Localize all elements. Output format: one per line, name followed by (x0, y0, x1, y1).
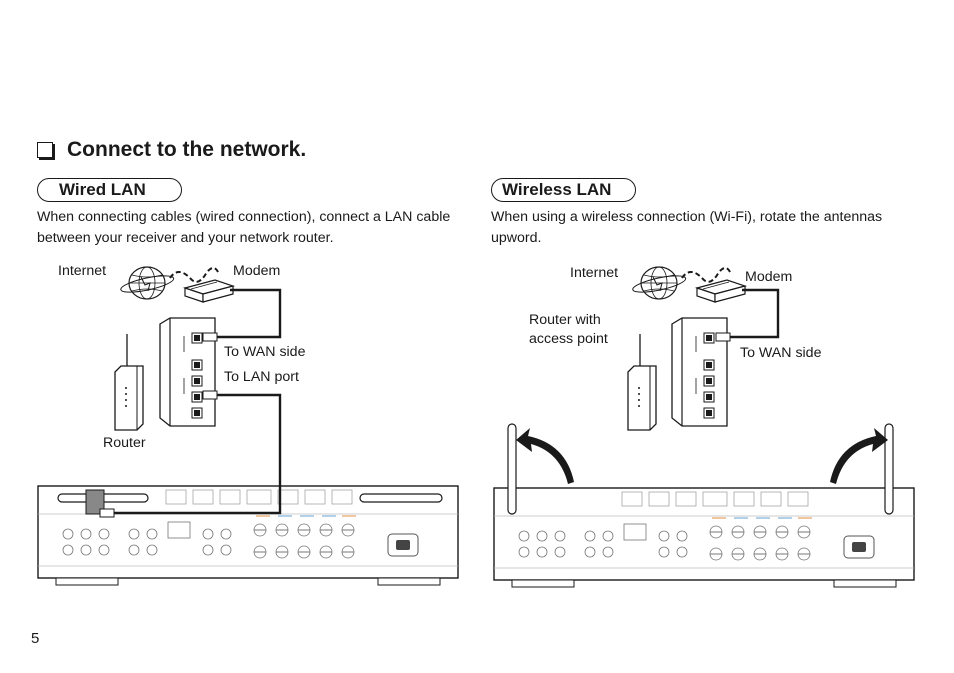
globe-icon (118, 266, 176, 300)
lan-port-highlight (85, 489, 105, 515)
router-icon (114, 333, 144, 431)
antenna-icon (507, 423, 517, 515)
wired-modem-label: Modem (233, 263, 281, 279)
wired-lan-heading-text: Wired LAN (59, 180, 146, 199)
wireless-wan-side-label: To WAN side (740, 345, 822, 361)
wan-cable (208, 288, 282, 339)
wireless-internet-label: Internet (570, 265, 619, 281)
modem-icon (184, 279, 234, 303)
wireless-lan-heading: Wireless LAN (491, 178, 636, 202)
wired-lan-description: When connecting cables (wired connection… (37, 209, 451, 246)
page-number: 5 (31, 630, 40, 647)
wan-cable (720, 288, 780, 339)
wired-lan-port-label: To LAN port (224, 369, 299, 385)
wireless-lan-description: When using a wireless connection (Wi-Fi)… (491, 209, 883, 246)
checkbox-icon (37, 142, 53, 158)
wired-internet-label: Internet (58, 263, 107, 279)
rotate-arrow-icon (516, 428, 574, 484)
wired-router-label: Router (103, 435, 146, 451)
globe-icon (630, 266, 688, 300)
antenna-icon (884, 423, 894, 515)
section-title: Connect to the network. (37, 138, 306, 162)
internet-connection-line (169, 267, 219, 283)
internet-connection-line (681, 267, 731, 283)
wireless-router-label: Router with access point (529, 312, 608, 347)
wireless-lan-heading-text: Wireless LAN (502, 180, 612, 199)
lan-cable (110, 393, 282, 515)
wired-diagram (37, 266, 459, 586)
section-title-text: Connect to the network. (67, 138, 307, 161)
wired-lan-heading: Wired LAN (37, 178, 182, 202)
receiver-rear-panel (493, 487, 915, 588)
wireless-diagram (493, 266, 915, 588)
wireless-modem-label: Modem (745, 269, 793, 285)
rotate-arrow-icon (830, 428, 888, 484)
modem-icon (696, 279, 746, 303)
antenna-icon (359, 493, 443, 503)
wired-wan-side-label: To WAN side (224, 344, 306, 360)
